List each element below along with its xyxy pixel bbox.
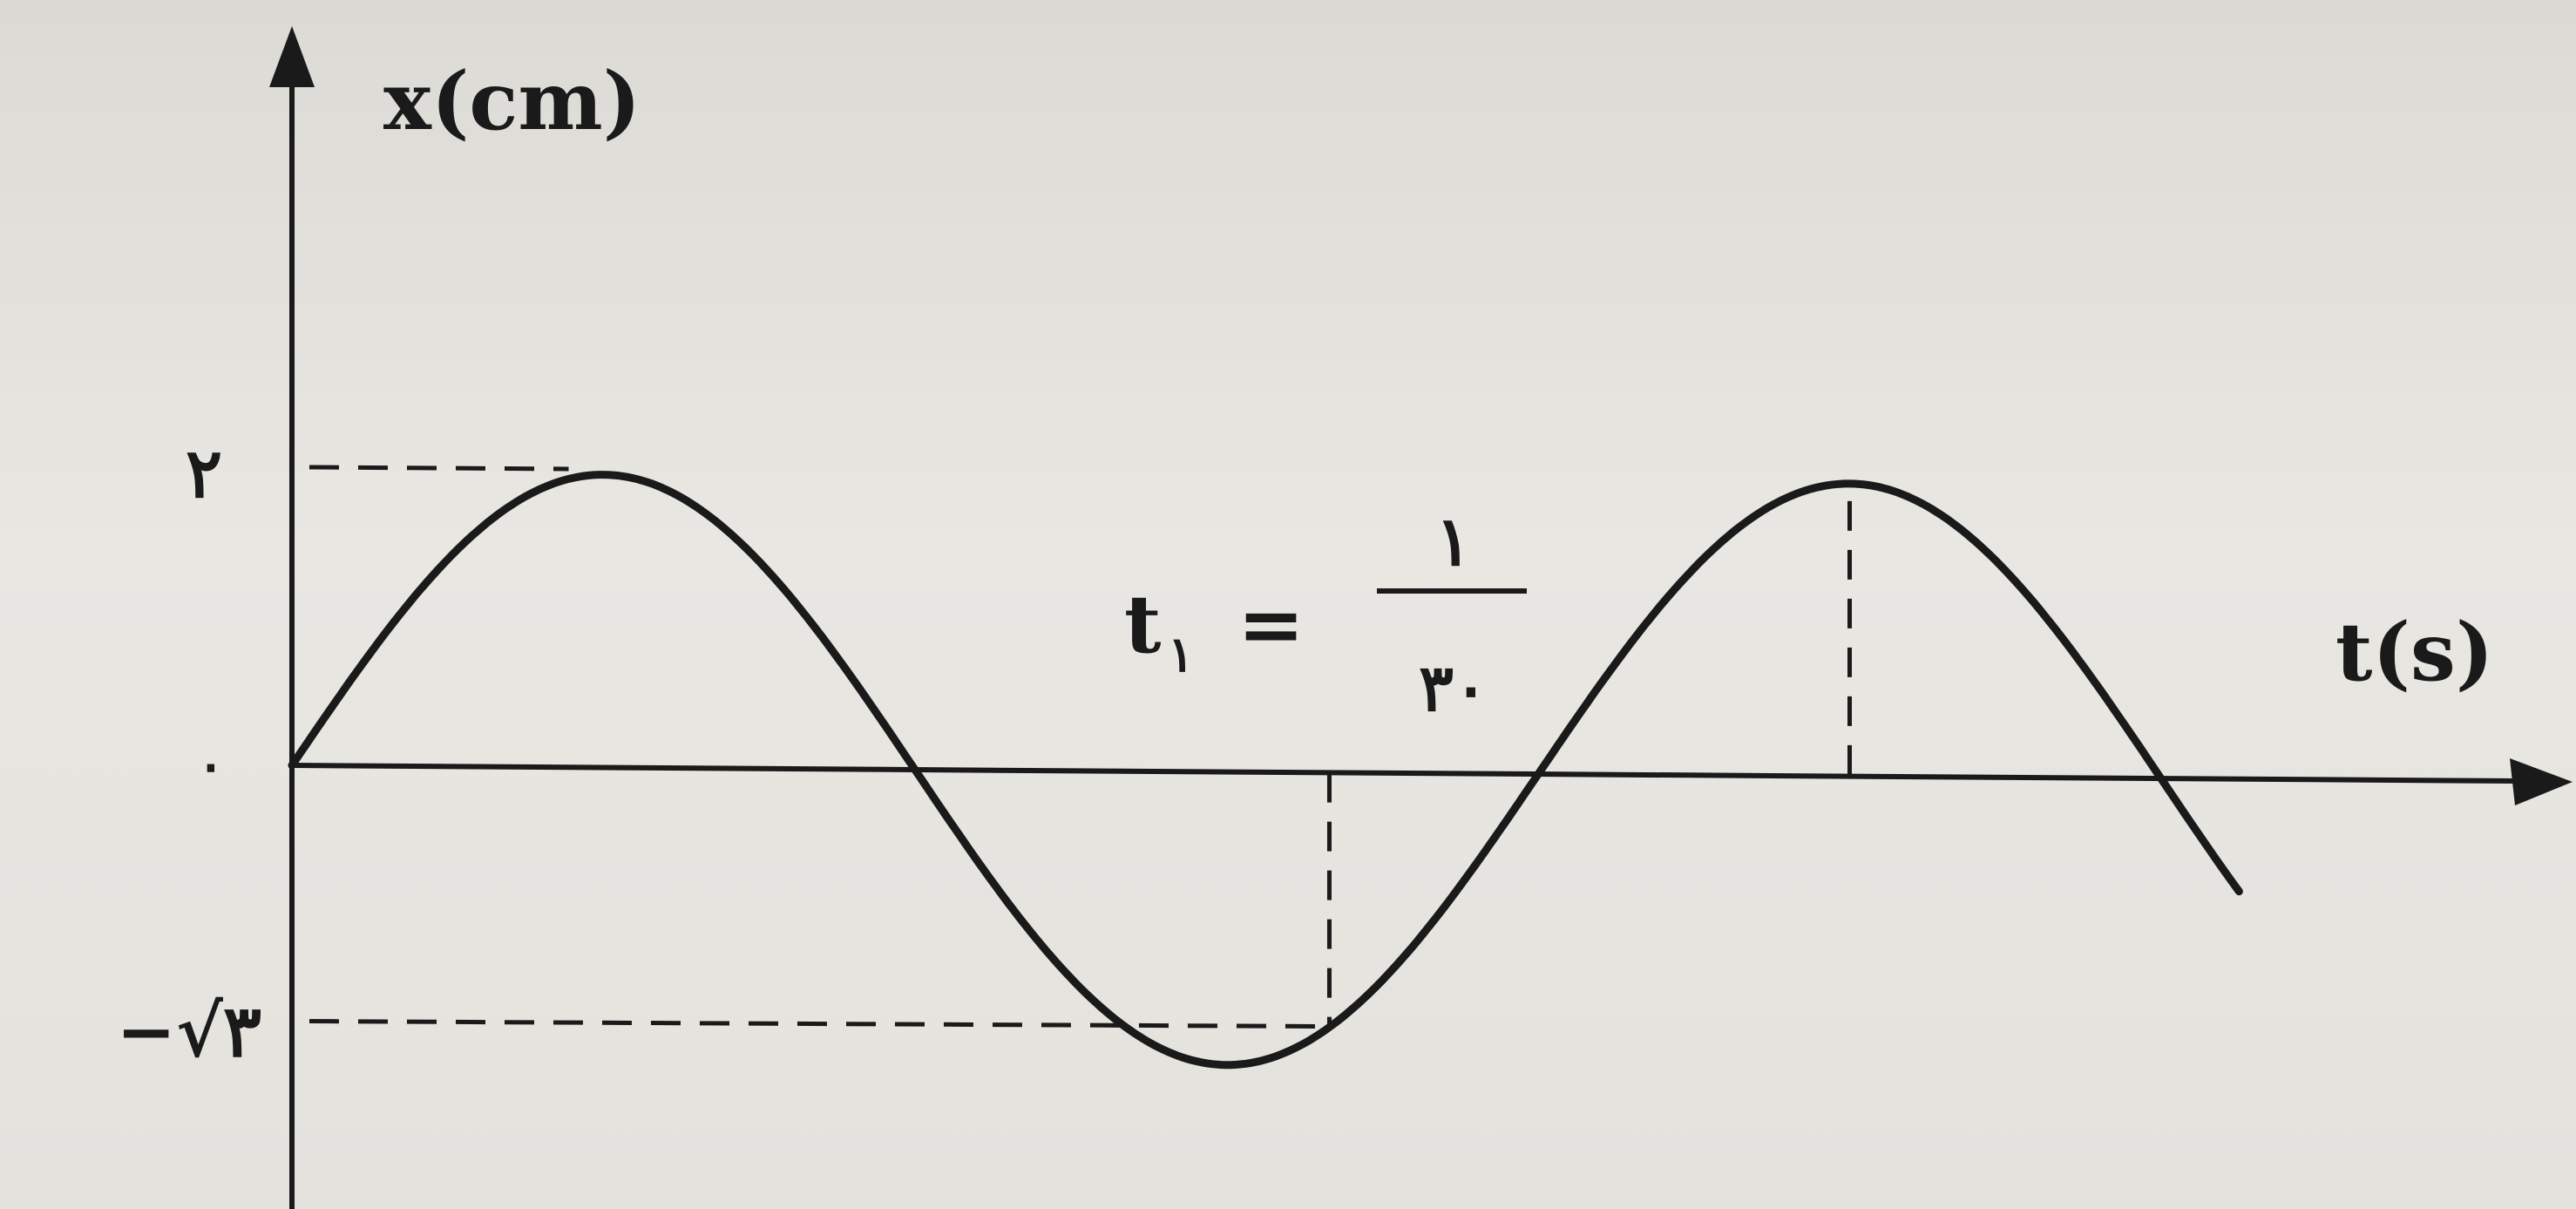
y-tick-label-2: ۲ bbox=[186, 434, 222, 513]
t1-numerator: ۱ bbox=[1435, 502, 1472, 581]
amplitude-guide-line bbox=[308, 465, 569, 472]
y-tick-label-neg-root3: −√۳ bbox=[116, 990, 261, 1074]
t1-subscript: ۱ bbox=[1168, 626, 1194, 683]
neg-root3-guide-line bbox=[308, 1019, 1330, 1029]
y-axis-label: x(cm) bbox=[383, 54, 641, 148]
y-axis-arrow-icon bbox=[269, 26, 315, 87]
y-tick-label-0: ۰ bbox=[197, 735, 225, 796]
sine-curve bbox=[288, 471, 2243, 1070]
x-axis-arrow-icon bbox=[2510, 758, 2573, 805]
t1-annotation: t ۱ = ۱ ۳۰ bbox=[1124, 502, 1527, 726]
t1-equals: = bbox=[1237, 577, 1305, 671]
t1-denominator: ۳۰ bbox=[1419, 651, 1488, 726]
t1-symbol: t bbox=[1124, 577, 1162, 671]
x-axis-label: t(s) bbox=[2335, 605, 2493, 699]
x-axis bbox=[291, 763, 2519, 784]
